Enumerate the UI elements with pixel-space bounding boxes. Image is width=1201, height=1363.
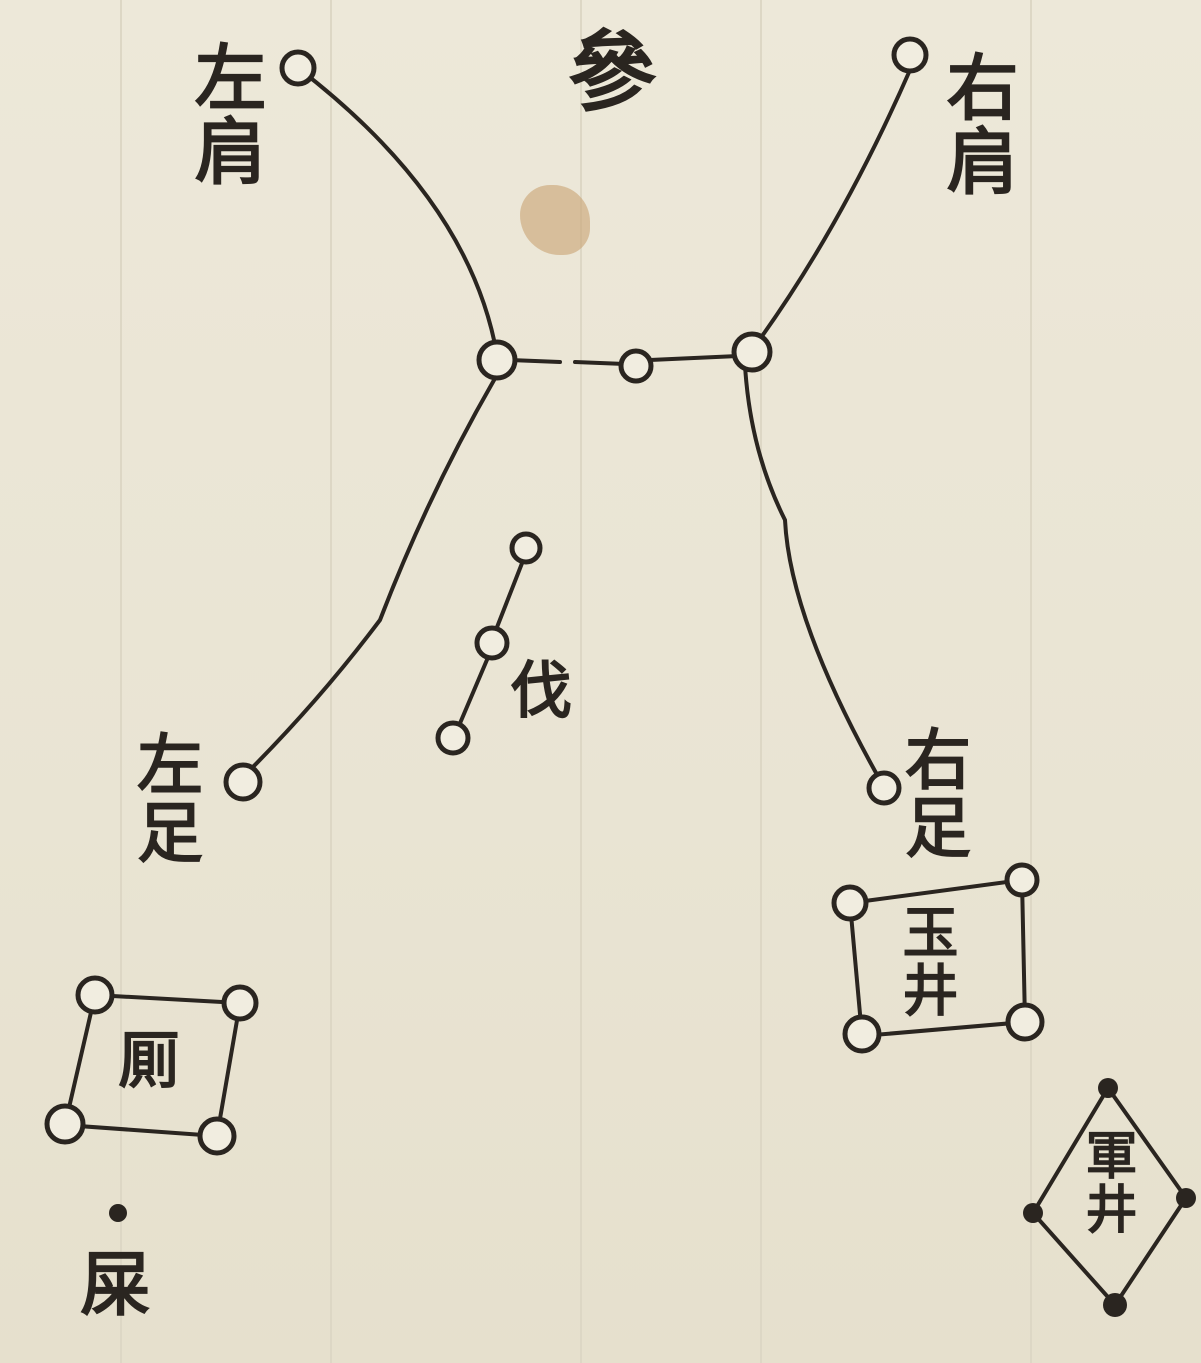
fa-line (453, 551, 528, 737)
right-shoulder-line (750, 68, 912, 352)
label-ce: 厠 (118, 1024, 183, 1097)
column-rule (580, 0, 582, 1363)
star-fa-3 (435, 720, 471, 756)
paper-stain (520, 185, 590, 255)
label-right-foot: 右足 (894, 725, 972, 861)
star-right-shoulder (891, 36, 929, 74)
column-rule (760, 0, 762, 1363)
star-yujing-4 (842, 1014, 882, 1054)
star-junjing-2 (1176, 1188, 1196, 1208)
label-left-shoulder: 左肩 (182, 40, 267, 188)
label-yujing: 玉井 (893, 903, 959, 1019)
label-junjing: 軍井 (1076, 1128, 1137, 1236)
star-ce-3 (197, 1116, 237, 1156)
star-belt-left (476, 339, 518, 381)
star-fa-1 (509, 531, 543, 565)
star-left-shoulder (279, 49, 317, 87)
label-fa: 伐 (510, 654, 575, 727)
right-foot-line (743, 363, 882, 782)
star-junjing-1 (1098, 1078, 1118, 1098)
star-yujing-3 (1005, 1002, 1045, 1042)
star-right-foot (866, 770, 902, 806)
constellation-title: 參 (568, 20, 659, 124)
left-shoulder-line (296, 66, 499, 357)
label-right-shoulder: 右肩 (934, 50, 1019, 198)
star-belt-middle (618, 348, 654, 384)
star-belt-right (731, 331, 773, 373)
star-fa-2 (474, 625, 510, 661)
column-rule (1030, 0, 1032, 1363)
star-junjing-3 (1103, 1293, 1127, 1317)
star-left-foot (223, 762, 263, 802)
star-junjing-4 (1023, 1203, 1043, 1223)
left-foot-line (243, 373, 499, 777)
star-ce-2 (221, 984, 259, 1022)
star-yujing-1 (831, 884, 869, 922)
label-shi: 屎 (80, 1243, 152, 1326)
star-shi (109, 1204, 127, 1222)
star-ce-1 (75, 975, 115, 1015)
belt-line (508, 354, 740, 366)
column-rule (120, 0, 122, 1363)
star-ce-4 (44, 1103, 86, 1145)
star-yujing-2 (1004, 862, 1040, 898)
label-left-foot: 左足 (126, 730, 204, 866)
